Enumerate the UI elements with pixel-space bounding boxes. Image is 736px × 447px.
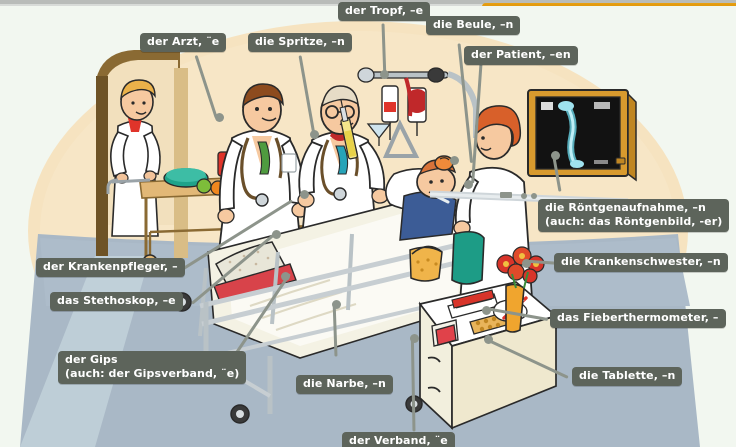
label-tablette-text: die Tablette, –n [579, 369, 676, 382]
label-krankenpfleger-text: der Krankenpfleger, – [43, 260, 178, 273]
label-spritze-text: die Spritze, –n [255, 35, 345, 48]
label-tropf[interactable]: der Tropf, –e [338, 2, 431, 21]
label-beule-text: die Beule, –n [433, 18, 514, 31]
label-roentgenaufnahme[interactable]: die Röntgenaufnahme, –n (auch: das Röntg… [538, 199, 730, 232]
leader-dot-arzt [215, 113, 224, 122]
leader-dot-beule [450, 156, 459, 165]
label-roentgenaufnahme-text-2: (auch: das Röntgenbild, -er) [545, 215, 723, 228]
leader-dot-stethoskop [272, 230, 281, 239]
label-gips-text-2: (auch: der Gipsverband, ¨e) [65, 367, 240, 380]
label-gips-text: der Gips [65, 353, 118, 366]
label-krankenpfleger[interactable]: der Krankenpfleger, – [36, 258, 185, 277]
label-krankenschwester[interactable]: die Krankenschwester, –n [554, 253, 728, 272]
leader-dot-gips [281, 272, 290, 281]
leader-dot-roentgen [551, 151, 560, 160]
label-fieberthermometer-text: das Fieberthermometer, – [557, 311, 719, 324]
label-stethoskop-text: das Stethoskop, –e [57, 294, 176, 307]
leader-dot-narbe [332, 300, 341, 309]
label-narbe-text: die Narbe, –n [303, 377, 386, 390]
label-patient-text: der Patient, –en [471, 48, 571, 61]
label-stethoskop[interactable]: das Stethoskop, –e [50, 292, 183, 311]
label-verband[interactable]: der Verband, ¨e [342, 432, 455, 447]
label-arzt[interactable]: der Arzt, ¨e [140, 33, 227, 52]
leader-dot-tropf [380, 70, 389, 79]
label-narbe[interactable]: die Narbe, –n [296, 375, 393, 394]
label-spritze[interactable]: die Spritze, –n [248, 33, 352, 52]
label-tropf-text: der Tropf, –e [345, 4, 424, 17]
label-beule[interactable]: die Beule, –n [426, 16, 521, 35]
label-roentgenaufnahme-text: die Röntgenaufnahme, –n [545, 201, 706, 214]
label-krankenschwester-text: die Krankenschwester, –n [561, 255, 721, 268]
label-fieberthermometer[interactable]: das Fieberthermometer, – [550, 309, 726, 328]
leader-dot-krankenschwester [522, 259, 531, 268]
label-arzt-text: der Arzt, ¨e [147, 35, 220, 48]
leader-dot-spritze [310, 130, 319, 139]
label-gips[interactable]: der Gips (auch: der Gipsverband, ¨e) [58, 351, 247, 384]
leader-dot-krankenpfleger [300, 190, 309, 199]
label-patient[interactable]: der Patient, –en [464, 46, 578, 65]
label-tablette[interactable]: die Tablette, –n [572, 367, 683, 386]
leader-dot-fieberthermometer [482, 306, 491, 315]
label-verband-text: der Verband, ¨e [349, 434, 448, 447]
leader-dot-verband [410, 334, 419, 343]
leader-dot-tablette [484, 335, 493, 344]
leader-dot-patient [464, 180, 473, 189]
